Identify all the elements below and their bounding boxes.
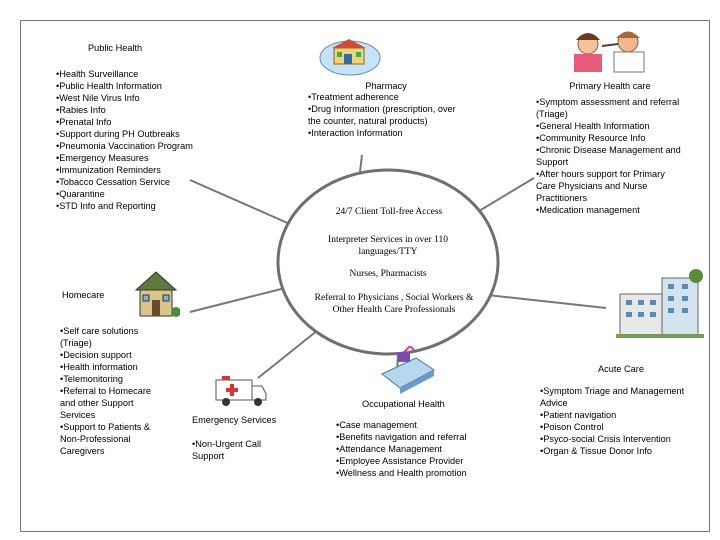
list-item: Psyco-social Crisis Intervention <box>540 433 696 445</box>
list-item: Tobacco Cessation Service <box>56 176 226 188</box>
list-item: Rabies Info <box>56 104 226 116</box>
pharmacy-list: Treatment adherence Drug Information (pr… <box>308 91 458 139</box>
list-item: Support to Patients & Non-Professional C… <box>60 421 168 457</box>
spoke-primary-health-care <box>473 177 535 215</box>
list-item: Drug Information (prescription, over the… <box>308 103 458 127</box>
list-item: Non-Urgent Call Support <box>192 438 282 462</box>
doctor-patient-clipart-icon <box>574 31 645 73</box>
occupational-health-title: Occupational Health <box>362 399 445 409</box>
list-item: Public Health Information <box>56 80 226 92</box>
list-item: Decision support <box>60 349 168 361</box>
public-health-title: Public Health <box>88 43 143 53</box>
homecare-title: Homecare <box>62 290 105 300</box>
list-item: Prenatal Info <box>56 116 226 128</box>
hub-line-interpreter: Interpreter Services in over 110 languag… <box>328 235 448 257</box>
acute-care-list: Symptom Triage and Management Advice Pat… <box>540 385 696 457</box>
diagram-frame <box>20 20 710 532</box>
hub-line-access: 24/7 Client Toll-free Access <box>335 207 443 217</box>
office-clipart-icon <box>381 346 435 394</box>
list-item: Interaction Information <box>308 127 458 139</box>
pharmacy-clipart-icon <box>319 39 381 76</box>
public-health-list: Health Surveillance Public Health Inform… <box>56 68 226 212</box>
primary-health-care-list: Symptom assessment and referral (Triage)… <box>536 96 686 216</box>
list-item: West Nile Virus Info <box>56 92 226 104</box>
list-item: Case management <box>336 419 496 431</box>
emergency-services-list: Non-Urgent Call Support <box>192 438 282 462</box>
list-item: Self care solutions (Triage) <box>60 325 168 349</box>
list-item: Chronic Disease Management and Support <box>536 144 686 168</box>
list-item: Poison Control <box>540 421 696 433</box>
list-item: Wellness and Health promotion <box>336 467 496 479</box>
list-item: Attendance Management <box>336 443 496 455</box>
homecare-list: Self care solutions (Triage) Decision su… <box>60 325 168 457</box>
hub-line-referral: Referral to Physicians , Social Workers … <box>314 293 474 315</box>
emergency-services-title: Emergency Services <box>192 415 277 425</box>
list-item: Employee Assistance Provider <box>336 455 496 467</box>
hub-line-nurses: Nurses, Pharmacists <box>349 269 427 279</box>
spoke-acute-care <box>477 293 607 309</box>
list-item: Quarantine <box>56 188 226 200</box>
spoke-emergency <box>257 329 319 379</box>
occupational-health-list: Case management Benefits navigation and … <box>336 419 496 479</box>
hub-ellipse <box>276 168 500 356</box>
list-item: Pneumonia Vaccination Program <box>56 140 226 152</box>
list-item: Medication management <box>536 204 686 216</box>
acute-care-title: Acute Care <box>598 364 644 374</box>
list-item: Community Resource Info <box>536 132 686 144</box>
list-item: Health Surveillance <box>56 68 226 80</box>
list-item: Symptom assessment and referral (Triage) <box>536 96 686 120</box>
hospital-clipart-icon <box>616 269 704 338</box>
list-item: Support during PH Outbreaks <box>56 128 226 140</box>
list-item: Immunization Reminders <box>56 164 226 176</box>
list-item: Emergency Measures <box>56 152 226 164</box>
house-clipart-icon <box>134 271 180 317</box>
list-item: Telemonitoring <box>60 373 168 385</box>
ambulance-clipart-icon <box>215 376 267 406</box>
list-item: Benefits navigation and referral <box>336 431 496 443</box>
spoke-pharmacy <box>359 154 363 173</box>
primary-health-care-title: Primary Health care <box>569 81 651 91</box>
list-item: Organ & Tissue Donor Info <box>540 445 696 457</box>
list-item: General Health Information <box>536 120 686 132</box>
list-item: STD Info and Reporting <box>56 200 226 212</box>
pharmacy-title: Pharmacy <box>365 81 407 91</box>
list-item: Patient navigation <box>540 409 696 421</box>
list-item: Treatment adherence <box>308 91 458 103</box>
list-item: Symptom Triage and Management Advice <box>540 385 696 409</box>
list-item: After hours support for Primary Care Phy… <box>536 168 686 204</box>
list-item: Health information <box>60 361 168 373</box>
spoke-homecare <box>189 285 294 313</box>
list-item: Referral to Homecare and other Support S… <box>60 385 168 421</box>
